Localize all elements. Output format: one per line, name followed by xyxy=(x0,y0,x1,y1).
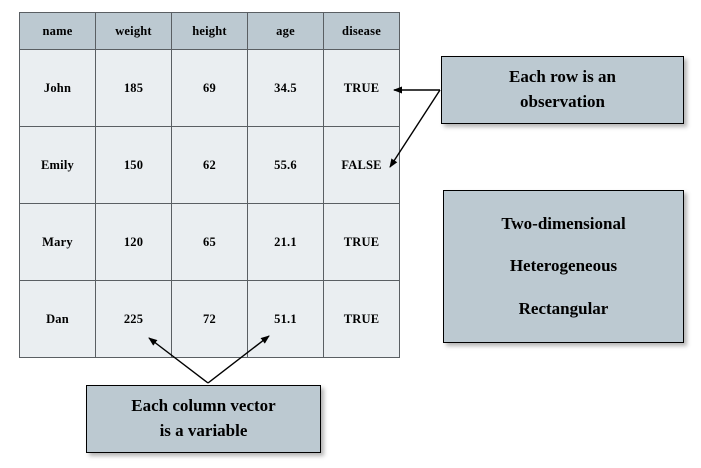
cell-name: John xyxy=(19,49,96,127)
callout-property-line-2: Heterogeneous xyxy=(509,256,618,276)
cell-disease: TRUE xyxy=(323,280,400,358)
cell-age: 55.6 xyxy=(247,126,324,204)
cell-disease: FALSE xyxy=(323,126,400,204)
observations-table: name weight height age disease John 185 … xyxy=(19,12,400,358)
column-header-age: age xyxy=(247,12,324,50)
table-row: Mary 120 65 21.1 TRUE xyxy=(19,203,400,281)
callout-column-line-1: Each column vector xyxy=(131,396,276,416)
cell-weight: 225 xyxy=(95,280,172,358)
callout-row-observation: Each row is an observation xyxy=(441,56,684,124)
table-row: Dan 225 72 51.1 TRUE xyxy=(19,280,400,358)
table-header-row: name weight height age disease xyxy=(19,12,400,50)
callout-property-line-3: Rectangular xyxy=(518,298,609,318)
cell-disease: TRUE xyxy=(323,49,400,127)
callout-property-line-1: Two-dimensional xyxy=(501,214,626,234)
table-body: John 185 69 34.5 TRUE Emily 150 62 55.6 … xyxy=(19,49,400,358)
callout-row-line-1: Each row is an xyxy=(509,67,616,87)
cell-disease: TRUE xyxy=(323,203,400,281)
column-header-name: name xyxy=(19,12,96,50)
cell-weight: 185 xyxy=(95,49,172,127)
cell-name: Emily xyxy=(19,126,96,204)
column-header-disease: disease xyxy=(323,12,400,50)
cell-age: 51.1 xyxy=(247,280,324,358)
column-header-weight: weight xyxy=(95,12,172,50)
table-row: Emily 150 62 55.6 FALSE xyxy=(19,126,400,204)
cell-height: 72 xyxy=(171,280,248,358)
table-row: John 185 69 34.5 TRUE xyxy=(19,49,400,127)
callout-row-line-2: observation xyxy=(520,92,605,111)
cell-name: Mary xyxy=(19,203,96,281)
column-header-height: height xyxy=(171,12,248,50)
cell-age: 21.1 xyxy=(247,203,324,281)
cell-weight: 120 xyxy=(95,203,172,281)
callout-dataframe-properties: Two-dimensional Heterogeneous Rectangula… xyxy=(443,190,684,343)
table-header: name weight height age disease xyxy=(19,12,400,50)
cell-name: Dan xyxy=(19,280,96,358)
cell-height: 69 xyxy=(171,49,248,127)
cell-weight: 150 xyxy=(95,126,172,204)
callout-column-line-2: is a variable xyxy=(159,421,248,440)
cell-height: 62 xyxy=(171,126,248,204)
cell-age: 34.5 xyxy=(247,49,324,127)
callout-column-variable: Each column vector is a variable xyxy=(86,385,321,453)
cell-height: 65 xyxy=(171,203,248,281)
